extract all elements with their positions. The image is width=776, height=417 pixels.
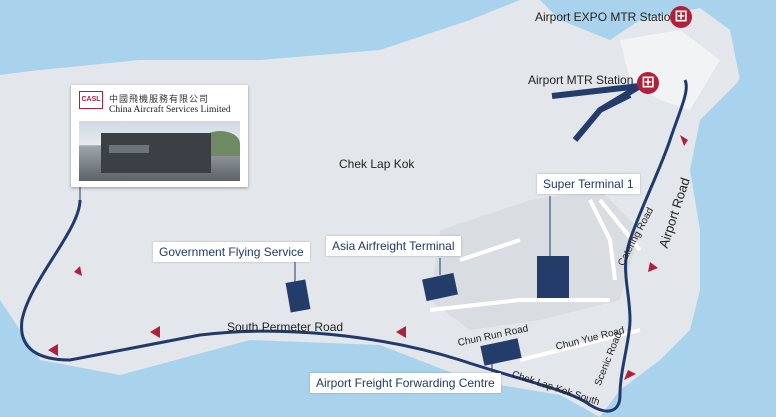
station-label-expo: Airport EXPO MTR Station bbox=[535, 10, 678, 24]
gov-flying-building bbox=[285, 279, 311, 313]
direction-arrows bbox=[48, 135, 688, 380]
freight-forwarding-building bbox=[480, 338, 522, 366]
land-detail bbox=[430, 190, 640, 330]
mtr-logo-icon: ⊞ bbox=[637, 72, 659, 94]
callout-asia-airfreight: Asia Airfreight Terminal bbox=[326, 236, 461, 256]
asia-airfreight-building bbox=[422, 272, 458, 302]
callout-super-terminal: Super Terminal 1 bbox=[537, 174, 640, 194]
callout-freight-forwarding: Airport Freight Forwarding Centre bbox=[310, 373, 501, 393]
arrow-6 bbox=[48, 344, 58, 356]
casl-logo: CASL bbox=[79, 91, 103, 109]
sea-east bbox=[610, 20, 776, 417]
company-card: CASL 中國飛機服務有限公司 China Aircraft Services … bbox=[71, 85, 248, 187]
callout-gov-flying: Government Flying Service bbox=[153, 242, 310, 262]
arrow-3 bbox=[624, 370, 636, 380]
callout-leaders bbox=[79, 187, 551, 372]
mtr-logo-icon: ⊞ bbox=[670, 6, 692, 28]
arrow-7 bbox=[396, 326, 406, 338]
sea-north bbox=[0, 0, 520, 75]
company-name-cn: 中國飛機服務有限公司 bbox=[109, 94, 210, 104]
minor-roads bbox=[429, 198, 642, 362]
road-label-south-perimeter: South Permeter Road bbox=[227, 320, 344, 334]
arrow-5 bbox=[150, 326, 160, 338]
arrow-1 bbox=[680, 135, 688, 146]
arrow-2 bbox=[648, 262, 658, 272]
place-label: Chek Lap Kok bbox=[339, 157, 415, 171]
station-label-airport: Airport MTR Station bbox=[528, 73, 634, 87]
super-terminal-building bbox=[537, 256, 569, 298]
photo-building bbox=[101, 133, 211, 173]
perimeter-route bbox=[20, 79, 688, 413]
company-building-photo bbox=[79, 121, 240, 181]
company-name-en: China Aircraft Services Limited bbox=[109, 105, 231, 115]
arrow-4 bbox=[74, 266, 82, 276]
photo-building-detail bbox=[109, 145, 149, 153]
land-west bbox=[0, 70, 80, 340]
mtr-line bbox=[551, 83, 642, 142]
